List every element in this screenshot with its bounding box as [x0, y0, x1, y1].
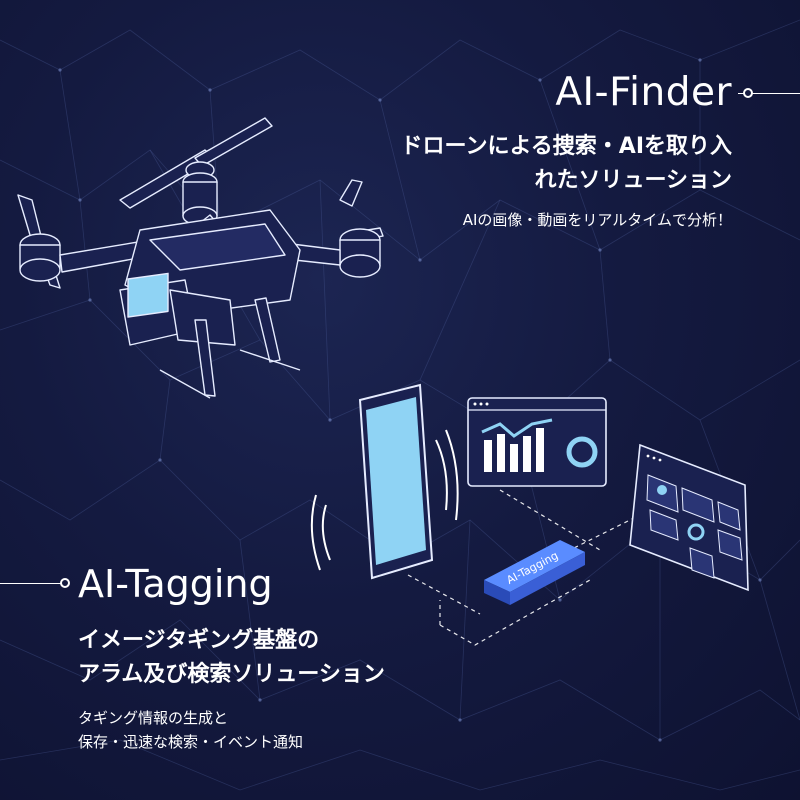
tagging-connector-dot [60, 578, 70, 588]
ai-finder-title: AI-Finder [555, 70, 732, 115]
ai-tagging-description: タギング情報の生成と 保存・迅速な検索・イベント通知 [78, 706, 518, 754]
ai-finder-subtitle-line: れたソリューション [534, 168, 732, 193]
ai-tagging-subtitle-line: イメージタギング基盤の [78, 628, 320, 653]
ai-tagging-subtitle: イメージタギング基盤の アラム及び検索ソリューション [78, 624, 518, 692]
ai-tagging-subtitle-line: アラム及び検索ソリューション [78, 662, 385, 687]
ai-finder-subtitle: ドローンによる捜索・AIを取り入 れたソリューション [272, 130, 732, 198]
ai-tagging-description-line: 保存・迅速な検索・イベント通知 [78, 733, 304, 751]
smartphone-illustration [310, 383, 459, 580]
finder-connector-line [738, 93, 800, 94]
ai-tagging-title: AI-Tagging [78, 562, 273, 606]
ai-finder-subtitle-line: ドローンによる捜索・AIを取り入 [400, 134, 732, 159]
analytics-window-illustration [467, 397, 607, 487]
ai-tagging-section: AI-Tagging イメージタギング基盤の アラム及び検索ソリューション タギ… [78, 560, 518, 754]
dashboard-window-illustration [629, 443, 749, 592]
ai-tagging-chip: AI-Tagging [484, 540, 585, 605]
tagging-connector-line [0, 583, 64, 584]
ai-finder-section: AI-Finder ドローンによる捜索・AIを取り入 れたソリューション AIの… [272, 68, 732, 232]
finder-connector-dot [743, 88, 753, 98]
drone-illustration [17, 117, 384, 399]
ai-tagging-description-line: タギング情報の生成と [78, 709, 229, 727]
ai-finder-description: AIの画像・動画をリアルタイムで分析！ [462, 211, 732, 229]
